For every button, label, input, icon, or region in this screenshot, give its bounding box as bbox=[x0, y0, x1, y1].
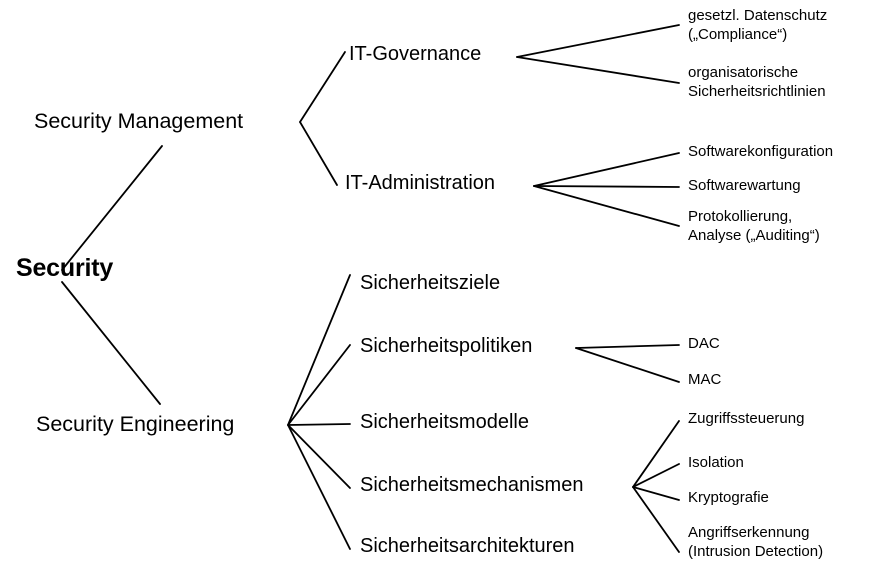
edge-eng-to-ziele bbox=[287, 274, 351, 426]
edge-mechanismen-to-leaf-angriff bbox=[632, 486, 680, 553]
edge-eng-to-modelle bbox=[287, 423, 351, 426]
node-ziele: Sicherheitsziele bbox=[360, 272, 501, 294]
edge-mgmt-to-fork-mgmt bbox=[299, 51, 346, 123]
node-eng: Security Engineering bbox=[36, 412, 235, 436]
node-modelle: Sicherheitsmodelle bbox=[360, 411, 529, 433]
edge-mechanismen-to-leaf-krypto bbox=[632, 486, 680, 501]
node-leaf-isolation: Isolation bbox=[688, 454, 744, 471]
edge-gov-to-leaf-compliance bbox=[516, 24, 680, 58]
edge-eng-to-arch bbox=[287, 424, 351, 550]
node-leaf-protokoll: Protokollierung, Analyse („Auditing“) bbox=[688, 208, 820, 244]
edge-admin-to-leaf-swkonfig bbox=[533, 152, 680, 187]
edge-politiken-to-leaf-dac bbox=[575, 344, 680, 349]
node-arch: Sicherheitsarchitekturen bbox=[360, 535, 575, 557]
edge-mgmt-to-fork-mgmt2 bbox=[299, 121, 338, 186]
node-leaf-compliance: gesetzl. Datenschutz („Compliance“) bbox=[688, 7, 828, 43]
node-leaf-zugriff: Zugriffssteuerung bbox=[688, 410, 805, 427]
node-politiken: Sicherheitspolitiken bbox=[360, 335, 533, 357]
edge-admin-to-leaf-protokoll bbox=[533, 185, 680, 227]
edge-politiken-to-leaf-mac bbox=[575, 347, 680, 383]
node-root: Security bbox=[16, 254, 114, 282]
node-leaf-mac: MAC bbox=[688, 371, 722, 388]
node-admin: IT-Administration bbox=[345, 172, 496, 194]
node-leaf-krypto: Kryptografie bbox=[688, 489, 769, 506]
node-mechanismen: Sicherheitsmechanismen bbox=[360, 474, 584, 496]
node-leaf-orgrichtl: organisatorische Sicherheitsrichtlinien bbox=[688, 64, 826, 100]
node-gov: IT-Governance bbox=[349, 43, 482, 65]
node-leaf-angriff: Angriffserkennung (Intrusion Detection) bbox=[688, 524, 824, 560]
edge-root-to-mgmt bbox=[61, 145, 163, 271]
node-leaf-swwartung: Softwarewartung bbox=[688, 177, 801, 194]
edge-root-to-eng bbox=[61, 281, 161, 405]
node-leaf-swkonfig: Softwarekonfiguration bbox=[688, 143, 834, 160]
node-leaf-dac: DAC bbox=[688, 335, 720, 352]
node-mgmt: Security Management bbox=[34, 109, 244, 133]
edge-admin-to-leaf-swwartung bbox=[533, 185, 680, 188]
edge-mechanismen-to-leaf-zugriff bbox=[632, 420, 680, 488]
edge-eng-to-politiken bbox=[287, 344, 351, 426]
edge-gov-to-leaf-orgrichtl bbox=[516, 56, 680, 84]
edge-eng-to-mechanismen bbox=[287, 424, 351, 489]
edge-mechanismen-to-leaf-isolation bbox=[632, 463, 680, 488]
